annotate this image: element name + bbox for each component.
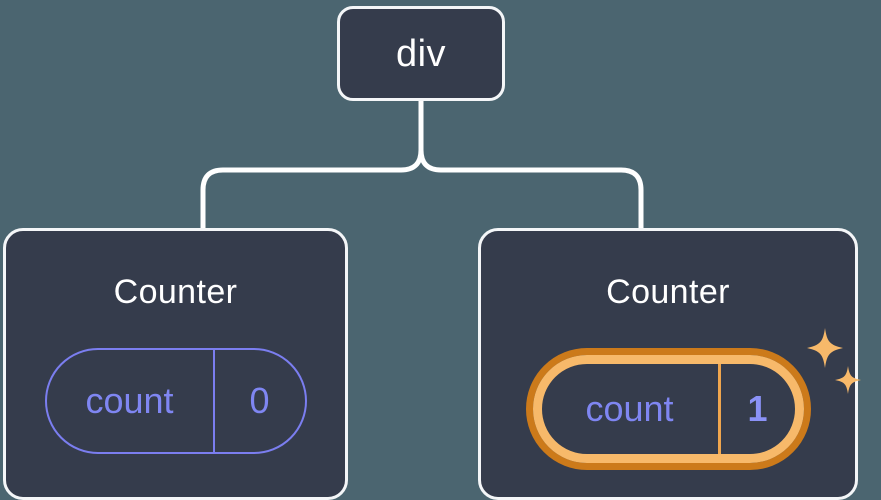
- node-counter-right[interactable]: Counter count 1: [478, 228, 861, 500]
- connector-to-right-counter: [418, 98, 644, 233]
- state-pill-left[interactable]: count 0: [44, 348, 307, 454]
- state-key-right: count: [585, 388, 674, 429]
- sparkle-small-icon: [834, 366, 861, 394]
- state-key-left: count: [85, 380, 174, 421]
- sparkle-large-icon: [806, 328, 843, 368]
- connector-to-left-counter: [200, 98, 424, 233]
- state-pill-right-highlight-ring: count 1: [525, 348, 811, 470]
- sparkles-group: [806, 328, 861, 394]
- node-counter-left-label: Counter: [113, 273, 238, 311]
- node-div[interactable]: div: [337, 6, 505, 101]
- node-counter-left[interactable]: Counter count 0: [3, 228, 348, 500]
- state-pill-left-wrapper: count 0: [44, 348, 307, 454]
- state-value-left: 0: [212, 350, 305, 452]
- state-value-right: 1: [717, 364, 795, 454]
- node-div-label: div: [395, 32, 447, 75]
- state-pill-right[interactable]: count 1: [532, 355, 804, 463]
- state-pill-right-wrapper: count 1: [525, 328, 861, 470]
- node-counter-right-label: Counter: [606, 273, 730, 311]
